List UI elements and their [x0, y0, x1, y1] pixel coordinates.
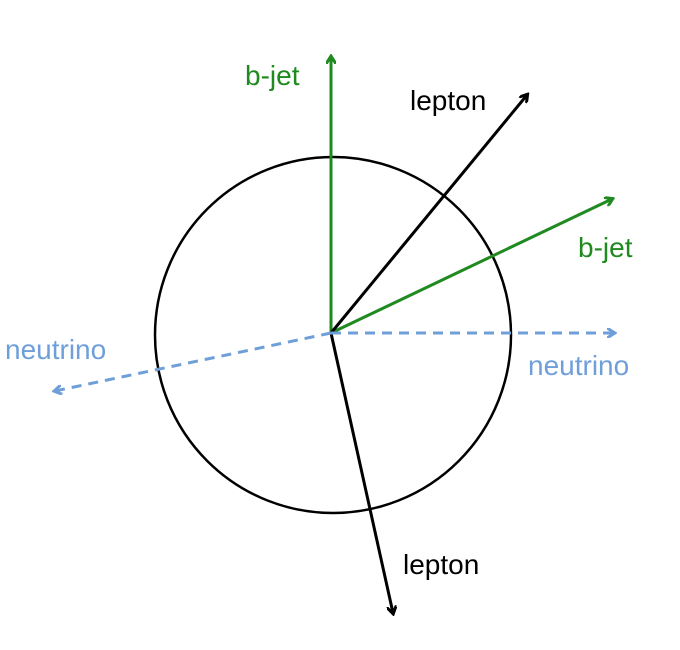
neutrino-right-label: neutrino: [528, 350, 629, 381]
lepton-arrow-up: [329, 95, 527, 334]
event-circle: [153, 155, 513, 515]
lepton-arrow-down: [329, 332, 393, 613]
bjet-arrow-right: [330, 199, 612, 335]
neutrino-arrow-left: [55, 331, 332, 391]
bjet-top-label: b-jet: [245, 60, 300, 91]
neutrino-left-label: neutrino: [5, 334, 106, 365]
lepton-bottom-label: lepton: [403, 549, 479, 580]
bjet-right-label: b-jet: [578, 232, 633, 263]
lepton-top-label: lepton: [410, 85, 486, 116]
